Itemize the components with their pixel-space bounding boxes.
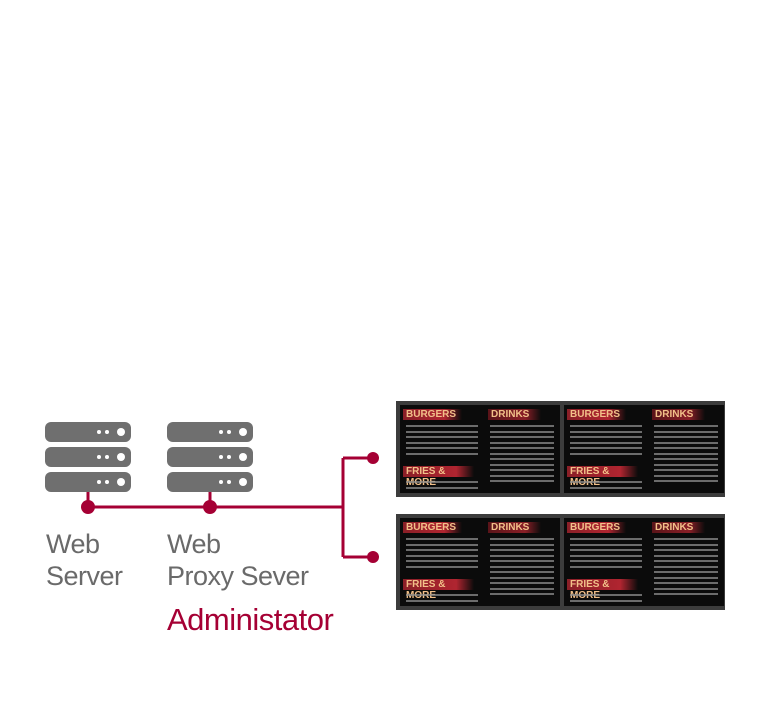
proxy-server-icon	[167, 422, 253, 497]
menu-panel: BURGERS DRINKS FRIES & MORE	[400, 518, 560, 606]
web-server-label-line1: Web	[46, 529, 100, 559]
menu-items	[570, 538, 642, 571]
menu-section-title: DRINKS	[488, 409, 541, 420]
menu-items	[406, 538, 478, 571]
web-server-label-line2: Server	[46, 561, 123, 591]
server-unit	[45, 447, 131, 467]
menu-items	[406, 594, 478, 605]
web-server-node	[81, 500, 95, 514]
menu-items	[490, 425, 554, 486]
menu-panel: BURGERS DRINKS FRIES & MORE	[564, 405, 724, 493]
menu-items	[570, 594, 642, 605]
display-node-top	[367, 452, 379, 464]
menu-panel: BURGERS DRINKS FRIES & MORE	[400, 405, 560, 493]
server-unit	[45, 422, 131, 442]
web-server-label: Web Server	[46, 528, 123, 592]
server-unit	[45, 472, 131, 492]
menu-items	[406, 425, 478, 458]
menu-display-bottom: BURGERS DRINKS FRIES & MORE BURGERS DRIN…	[396, 514, 725, 610]
proxy-server-node	[203, 500, 217, 514]
menu-section-title: FRIES & MORE	[403, 579, 474, 601]
server-unit	[167, 422, 253, 442]
menu-items	[654, 425, 718, 486]
proxy-server-label-line1: Web	[167, 529, 221, 559]
menu-section-title: BURGERS	[403, 409, 462, 420]
menu-section-title: DRINKS	[652, 522, 705, 533]
proxy-server-label-line2: Proxy Sever	[167, 561, 309, 591]
proxy-server-label: Web Proxy Sever	[167, 528, 309, 592]
menu-section-title: FRIES & MORE	[567, 579, 638, 601]
menu-display-top: BURGERS DRINKS FRIES & MORE BURGERS DRIN…	[396, 401, 725, 497]
administrator-label: Administator	[167, 602, 334, 637]
menu-items	[570, 481, 642, 492]
server-unit	[167, 447, 253, 467]
server-unit	[167, 472, 253, 492]
menu-section-title: FRIES & MORE	[403, 466, 474, 488]
display-node-bottom	[367, 551, 379, 563]
menu-panel: BURGERS DRINKS FRIES & MORE	[564, 518, 724, 606]
menu-items	[490, 538, 554, 599]
menu-items	[654, 538, 718, 599]
menu-section-title: BURGERS	[567, 409, 626, 420]
web-server-icon	[45, 422, 131, 497]
menu-items	[406, 481, 478, 492]
menu-section-title: BURGERS	[567, 522, 626, 533]
menu-section-title: DRINKS	[652, 409, 705, 420]
menu-section-title: BURGERS	[403, 522, 462, 533]
menu-items	[570, 425, 642, 458]
menu-section-title: FRIES & MORE	[567, 466, 638, 488]
menu-section-title: DRINKS	[488, 522, 541, 533]
